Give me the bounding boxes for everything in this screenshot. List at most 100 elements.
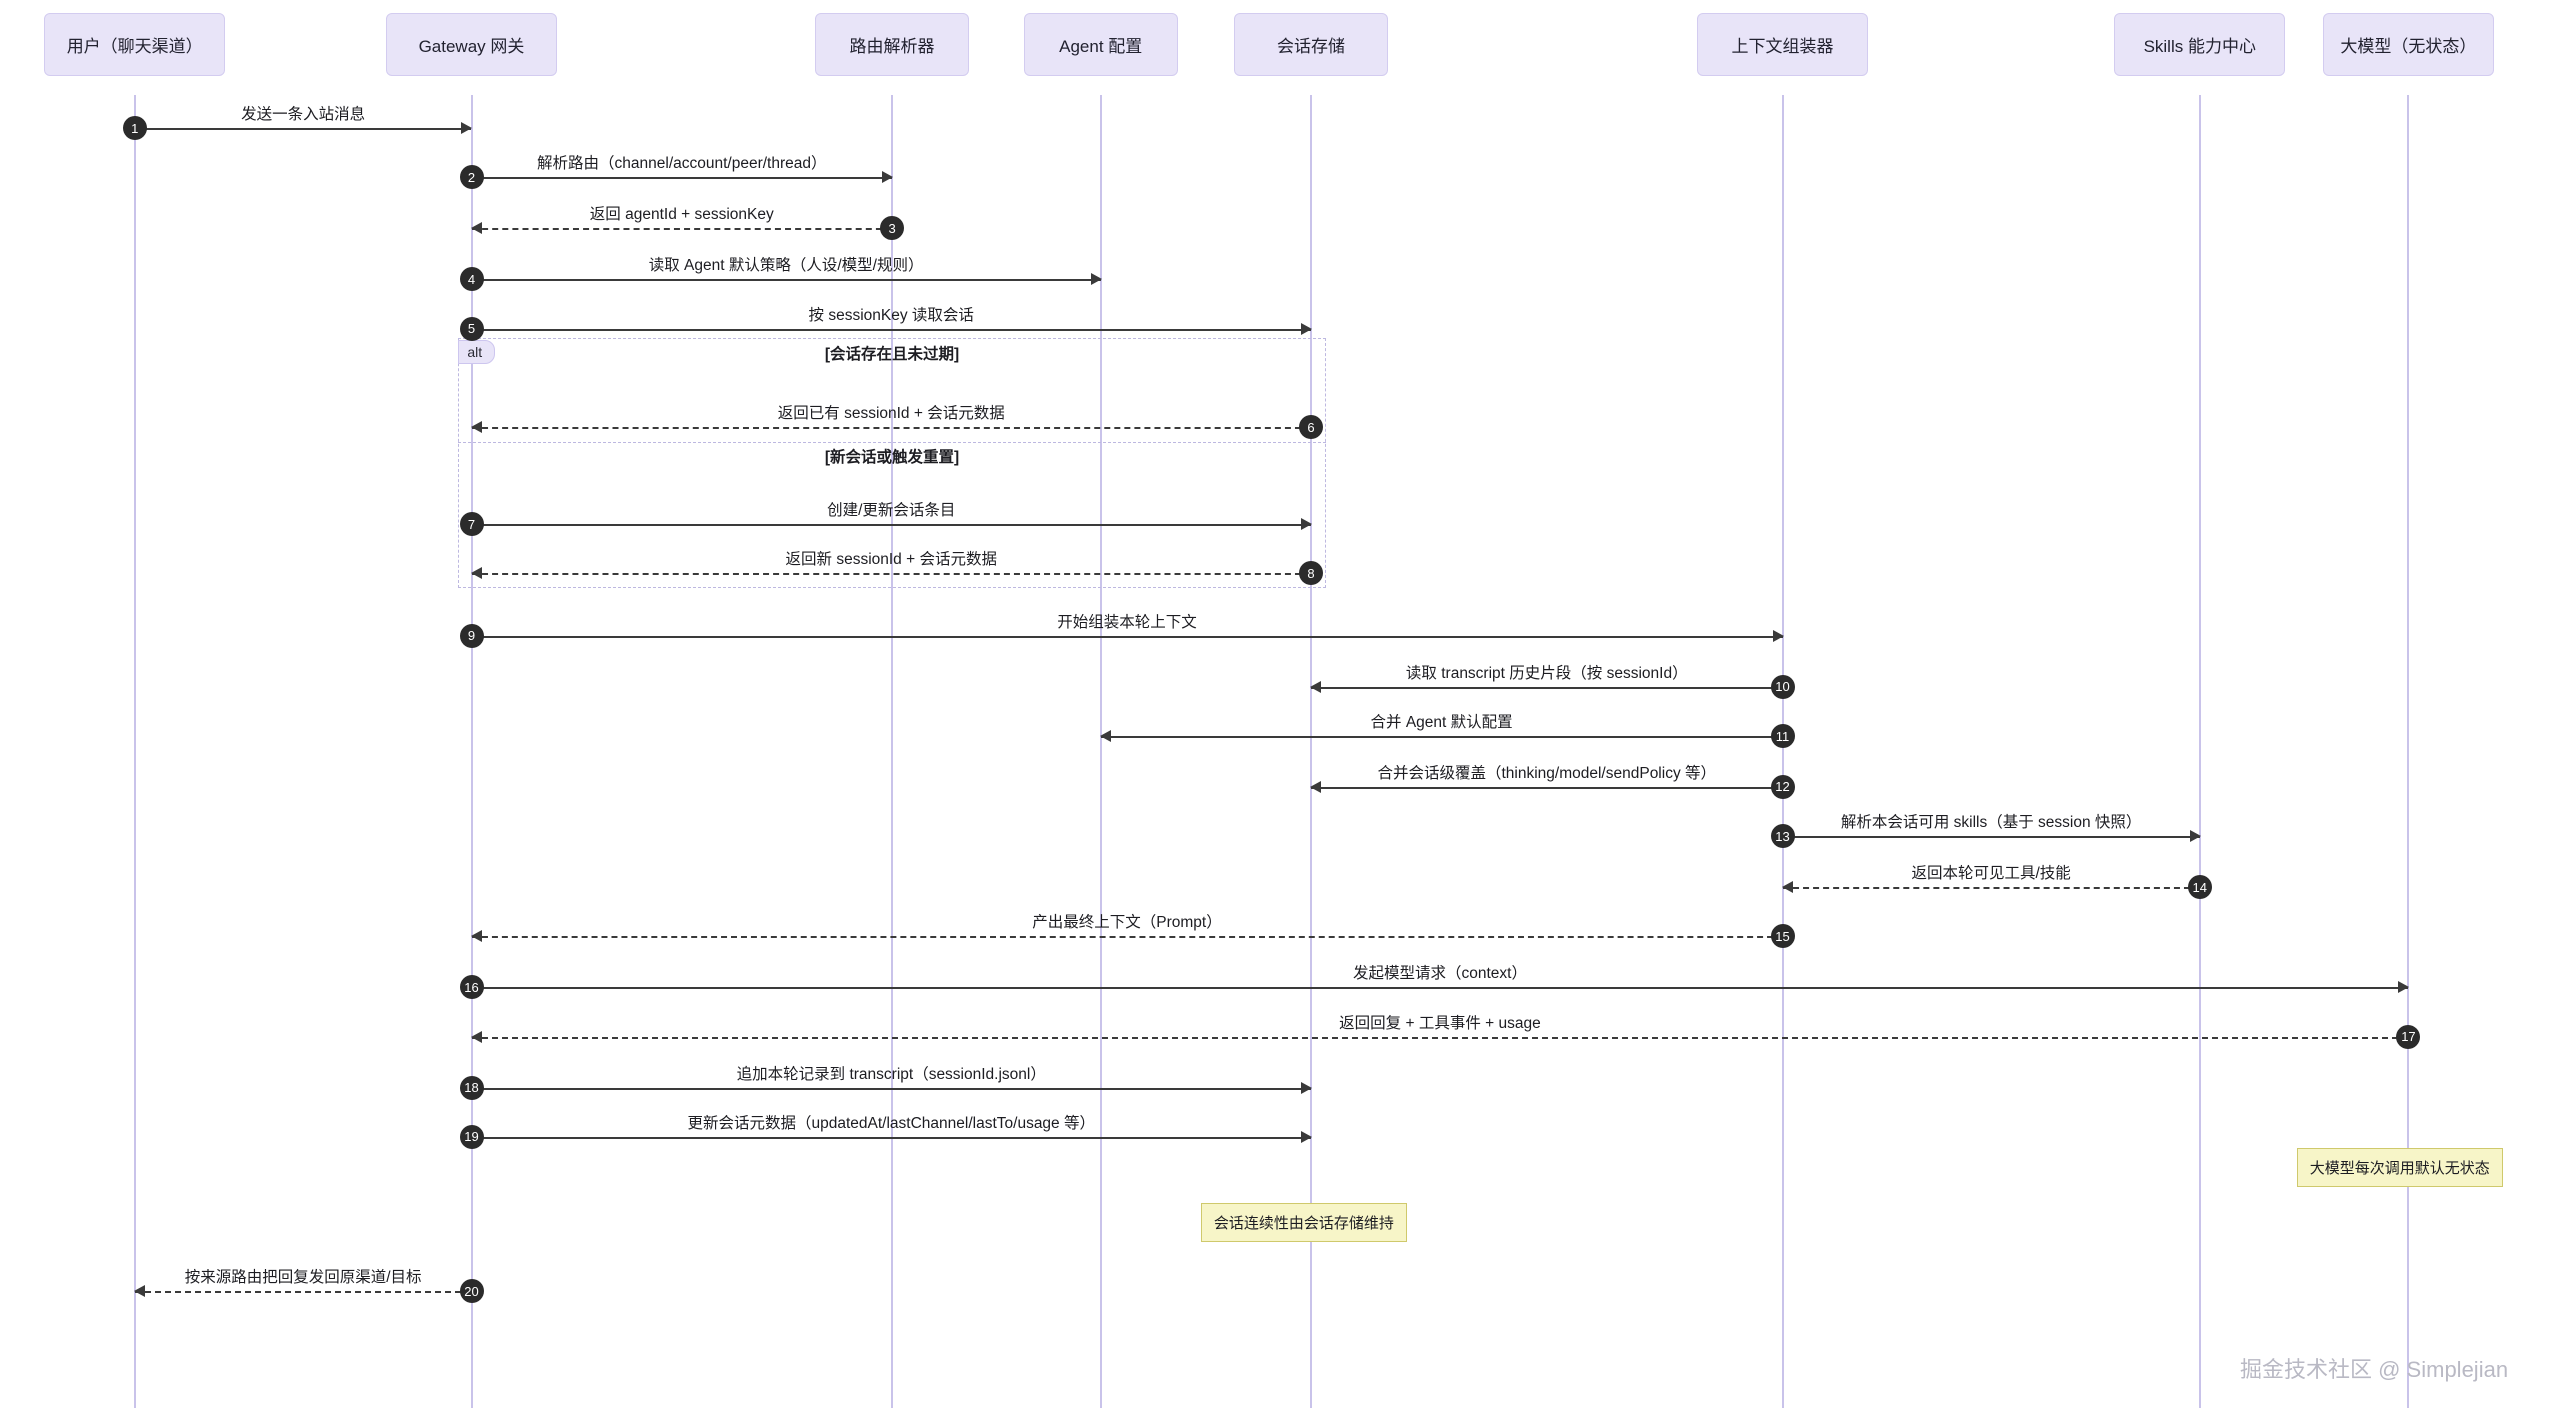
sequence-number-14: 14 (2187, 875, 2212, 900)
message-arrowhead (1301, 322, 1312, 335)
sequence-number-15: 15 (1770, 924, 1795, 949)
message-arrowhead (2189, 830, 2201, 843)
message-arrowhead (470, 567, 482, 580)
alt-fragment-tag: alt (458, 340, 496, 365)
message-label: 按来源路由把回复发回原渠道/目标 (184, 1269, 422, 1287)
message-arrowhead (133, 1285, 145, 1298)
message-line (1782, 887, 2200, 890)
sequence-number-16: 16 (459, 975, 484, 1000)
message-label: 返回本轮可见工具/技能 (1911, 865, 2071, 883)
message-line (471, 328, 1311, 331)
watermark: 掘金技术社区 @ Simplejian (2240, 1357, 2509, 1382)
note-store: 会话连续性由会话存储维持 (1200, 1202, 1407, 1242)
message-line (1782, 836, 2200, 839)
message-label: 产出最终上下文（Prompt） (1032, 914, 1222, 932)
message-label: 解析路由（channel/account/peer/thread） (537, 155, 827, 173)
message-label: 合并会话级覆盖（thinking/model/sendPolicy 等） (1377, 764, 1717, 782)
message-line (471, 228, 893, 231)
message-label: 按 sessionKey 读取会话 (808, 306, 974, 324)
lifeline-user (133, 95, 136, 1408)
alt-branch-divider (458, 441, 1326, 443)
sequence-number-20: 20 (459, 1279, 484, 1304)
message-arrowhead (1301, 518, 1312, 531)
message-line (471, 1136, 1311, 1139)
message-arrowhead (1301, 1081, 1312, 1094)
sequence-number-13: 13 (1770, 824, 1795, 849)
participant-llm-top[interactable]: 大模型（无状态） (2323, 13, 2494, 76)
message-line (471, 279, 1101, 282)
message-line (471, 1036, 2409, 1039)
message-label: 读取 Agent 默认策略（人设/模型/规则） (648, 257, 924, 275)
sequence-number-10: 10 (1770, 674, 1795, 699)
participant-skills-top[interactable]: Skills 能力中心 (2114, 13, 2286, 76)
sequence-number-1: 1 (122, 116, 147, 141)
message-label: 返回新 sessionId + 会话元数据 (785, 551, 997, 569)
message-label: 发起模型请求（context） (1352, 965, 1527, 983)
message-arrowhead (470, 1030, 482, 1043)
lifeline-context (1781, 95, 1784, 1408)
message-line (471, 524, 1311, 527)
sequence-number-6: 6 (1299, 415, 1323, 440)
message-label: 追加本轮记录到 transcript（sessionId.jsonl） (736, 1065, 1046, 1083)
message-label: 读取 transcript 历史片段（按 sessionId） (1405, 664, 1688, 682)
message-label: 解析本会话可用 skills（基于 session 快照） (1840, 814, 2142, 832)
sequence-number-2: 2 (459, 165, 484, 190)
sequence-number-19: 19 (459, 1124, 484, 1149)
message-arrowhead (2398, 981, 2410, 994)
alt-fragment-box (458, 338, 1326, 589)
sequence-number-9: 9 (459, 623, 484, 648)
participant-router-top[interactable]: 路由解析器 (814, 13, 970, 76)
lifeline-gateway (470, 95, 473, 1408)
sequence-number-7: 7 (459, 512, 484, 537)
message-arrowhead (461, 122, 473, 135)
message-arrowhead (882, 171, 894, 184)
message-label: 返回已有 sessionId + 会话元数据 (777, 405, 1005, 423)
message-line (471, 427, 1311, 430)
lifeline-store (1310, 95, 1312, 1408)
participant-user-top[interactable]: 用户（聊天渠道） (44, 13, 226, 76)
message-line (1311, 686, 1783, 689)
participant-store-top[interactable]: 会话存储 (1233, 13, 1389, 76)
message-line (134, 128, 472, 131)
sequence-number-5: 5 (459, 316, 484, 341)
message-line (471, 573, 1311, 576)
sequence-number-3: 3 (880, 216, 905, 241)
lifeline-skills (2198, 95, 2201, 1408)
message-arrowhead (1301, 1130, 1312, 1143)
message-line (1100, 736, 1783, 738)
message-line (134, 1291, 472, 1294)
message-label: 合并 Agent 默认配置 (1370, 714, 1513, 731)
participant-agent-top[interactable]: Agent 配置 (1023, 13, 1178, 76)
lifeline-agent (1099, 95, 1102, 1408)
note-llm: 大模型每次调用默认无状态 (2296, 1148, 2503, 1188)
message-line (471, 987, 2409, 990)
message-arrowhead (1310, 680, 1321, 693)
message-arrowhead (470, 222, 482, 235)
sequence-number-11: 11 (1770, 724, 1795, 748)
participant-gateway-top[interactable]: Gateway 网关 (386, 13, 557, 76)
lifeline-router (891, 95, 894, 1408)
message-label: 发送一条入站消息 (241, 106, 366, 124)
message-arrowhead (1099, 730, 1111, 742)
alt-branch-condition: [新会话或触发重置] (824, 449, 960, 467)
message-arrowhead (1781, 881, 1793, 894)
message-label: 返回回复 + 工具事件 + usage (1339, 1014, 1541, 1032)
sequence-number-18: 18 (459, 1075, 484, 1100)
message-arrowhead (1310, 780, 1321, 793)
sequence-number-4: 4 (459, 267, 484, 292)
participant-context-top[interactable]: 上下文组装器 (1697, 13, 1868, 76)
lifeline-llm (2407, 95, 2410, 1408)
message-line (471, 1087, 1311, 1090)
message-arrowhead (470, 930, 482, 943)
sequence-number-12: 12 (1770, 774, 1795, 799)
message-arrowhead (1772, 629, 1784, 642)
sequence-number-17: 17 (2396, 1024, 2421, 1049)
message-line (471, 177, 893, 180)
message-line (471, 635, 1783, 638)
message-label: 返回 agentId + sessionKey (589, 206, 774, 224)
message-arrowhead (1090, 273, 1102, 286)
alt-branch-condition: [会话存在且未过期] (824, 345, 960, 363)
message-line (1311, 786, 1783, 789)
sequence-number-8: 8 (1299, 561, 1323, 586)
